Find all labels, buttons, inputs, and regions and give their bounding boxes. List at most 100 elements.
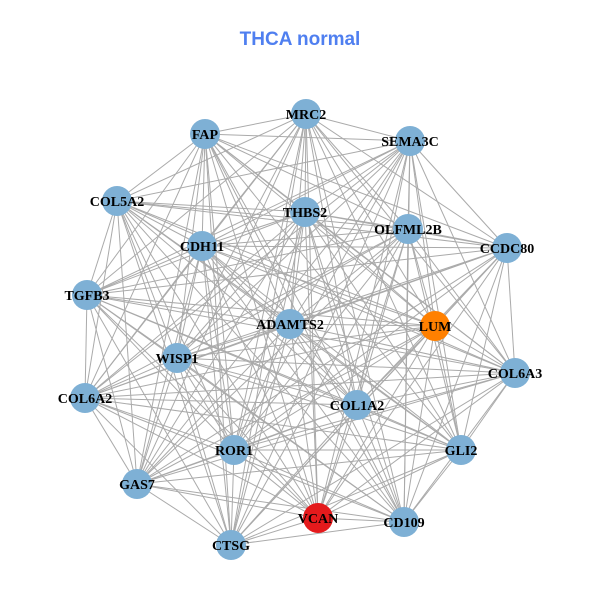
node-WISP1[interactable] xyxy=(162,343,192,373)
edge-GAS7-VCAN xyxy=(136,483,319,519)
edge-FAP-COL6A2 xyxy=(84,133,206,399)
edge-SEMA3C-GLI2 xyxy=(409,140,462,451)
edge-TGFB3-GLI2 xyxy=(86,294,462,451)
node-label-CTSG: CTSG xyxy=(212,539,250,554)
edge-COL1A2-GLI2 xyxy=(356,404,462,451)
edge-ADAMTS2-GAS7 xyxy=(136,323,291,485)
node-FAP[interactable] xyxy=(190,119,220,149)
node-label-CDH11: CDH11 xyxy=(180,240,224,255)
edge-SEMA3C-COL6A3 xyxy=(409,140,516,374)
node-label-LUM: LUM xyxy=(419,320,452,335)
node-LUM[interactable] xyxy=(420,311,450,341)
node-GLI2[interactable] xyxy=(446,435,476,465)
node-SEMA3C[interactable] xyxy=(395,126,425,156)
node-CTSG[interactable] xyxy=(216,530,246,560)
node-CD109[interactable] xyxy=(389,507,419,537)
edge-COL5A2-ROR1 xyxy=(116,200,235,451)
edge-MRC2-THBS2 xyxy=(304,113,307,213)
edge-THBS2-CTSG xyxy=(230,211,306,546)
node-ROR1[interactable] xyxy=(219,435,249,465)
edge-COL5A2-GAS7 xyxy=(116,200,138,485)
edge-SEMA3C-LUM xyxy=(409,140,436,327)
edge-MRC2-CD109 xyxy=(305,113,405,523)
edge-WISP1-COL1A2 xyxy=(176,357,358,406)
node-label-WISP1: WISP1 xyxy=(156,352,199,367)
edge-ADAMTS2-VCAN xyxy=(289,323,319,519)
node-COL6A3[interactable] xyxy=(500,358,530,388)
edge-TGFB3-ROR1 xyxy=(86,294,235,451)
node-TGFB3[interactable] xyxy=(72,280,102,310)
edge-SEMA3C-CDH11 xyxy=(201,140,411,247)
node-COL1A2[interactable] xyxy=(342,390,372,420)
edge-THBS2-CDH11 xyxy=(201,211,306,247)
edge-CDH11-ADAMTS2 xyxy=(201,245,291,325)
node-COL6A2[interactable] xyxy=(70,383,100,413)
edge-OLFML2B-COL1A2 xyxy=(356,228,409,406)
edge-THBS2-VCAN xyxy=(304,211,319,519)
node-COL5A2[interactable] xyxy=(102,186,132,216)
edge-FAP-GAS7 xyxy=(136,133,206,485)
edge-ADAMTS2-WISP1 xyxy=(176,323,291,359)
edge-CDH11-GLI2 xyxy=(201,245,462,451)
edge-GAS7-CD109 xyxy=(136,483,405,523)
edge-COL5A2-WISP1 xyxy=(116,200,178,359)
edge-COL6A2-COL1A2 xyxy=(84,397,358,406)
edge-LUM-ROR1 xyxy=(233,325,436,451)
edge-OLFML2B-COL6A3 xyxy=(407,228,516,374)
edge-SEMA3C-THBS2 xyxy=(304,140,411,213)
edge-COL6A3-COL1A2 xyxy=(356,372,516,406)
edge-GLI2-CD109 xyxy=(403,449,462,523)
edge-ADAMTS2-CTSG xyxy=(230,323,291,546)
node-MRC2[interactable] xyxy=(291,99,321,129)
edge-VCAN-CTSG xyxy=(230,517,319,546)
edge-OLFML2B-VCAN xyxy=(317,228,409,519)
node-VCAN[interactable] xyxy=(303,503,333,533)
edge-LUM-WISP1 xyxy=(176,325,436,359)
edge-OLFML2B-COL6A2 xyxy=(84,228,409,399)
node-OLFML2B[interactable] xyxy=(393,214,423,244)
node-label-GLI2: GLI2 xyxy=(445,444,478,459)
edge-ADAMTS2-LUM xyxy=(289,323,436,327)
edge-GLI2-CTSG xyxy=(230,449,462,546)
edge-MRC2-GLI2 xyxy=(305,113,462,451)
node-label-COL6A2: COL6A2 xyxy=(58,392,112,407)
edge-LUM-COL1A2 xyxy=(356,325,436,406)
edge-COL6A3-VCAN xyxy=(317,372,516,519)
edge-SEMA3C-COL6A2 xyxy=(84,140,411,399)
edge-OLFML2B-ADAMTS2 xyxy=(289,228,409,325)
edge-MRC2-COL1A2 xyxy=(305,113,358,406)
edge-COL1A2-CD109 xyxy=(356,404,405,523)
edge-TGFB3-GAS7 xyxy=(86,294,138,485)
edge-CDH11-CTSG xyxy=(201,245,232,546)
edge-FAP-GLI2 xyxy=(204,133,462,451)
edge-LUM-GLI2 xyxy=(434,325,462,451)
edge-COL5A2-COL6A3 xyxy=(116,200,516,374)
edge-TGFB3-VCAN xyxy=(86,294,319,519)
node-CDH11[interactable] xyxy=(187,231,217,261)
edge-FAP-VCAN xyxy=(204,133,319,519)
edge-CDH11-LUM xyxy=(201,245,436,327)
edge-COL1A2-VCAN xyxy=(317,404,358,519)
node-label-GAS7: GAS7 xyxy=(119,478,155,493)
edge-COL6A2-GAS7 xyxy=(84,397,138,485)
node-label-COL1A2: COL1A2 xyxy=(330,399,384,414)
edge-SEMA3C-CTSG xyxy=(230,140,411,546)
edge-COL6A3-ROR1 xyxy=(233,372,516,451)
figure-title: THCA normal xyxy=(239,29,361,50)
edge-MRC2-SEMA3C xyxy=(305,113,411,142)
node-label-ADAMTS2: ADAMTS2 xyxy=(256,318,324,333)
edge-COL5A2-CDH11 xyxy=(116,200,203,247)
edge-THBS2-LUM xyxy=(304,211,436,327)
node-GAS7[interactable] xyxy=(122,469,152,499)
node-label-MRC2: MRC2 xyxy=(286,108,326,123)
edge-SEMA3C-COL5A2 xyxy=(116,140,411,202)
node-label-ROR1: ROR1 xyxy=(215,444,253,459)
edge-SEMA3C-VCAN xyxy=(317,140,411,519)
edge-ROR1-CD109 xyxy=(233,449,405,523)
node-CCDC80[interactable] xyxy=(492,233,522,263)
node-THBS2[interactable] xyxy=(290,197,320,227)
edge-OLFML2B-CDH11 xyxy=(201,228,409,247)
node-ADAMTS2[interactable] xyxy=(275,309,305,339)
edge-OLFML2B-WISP1 xyxy=(176,228,409,359)
